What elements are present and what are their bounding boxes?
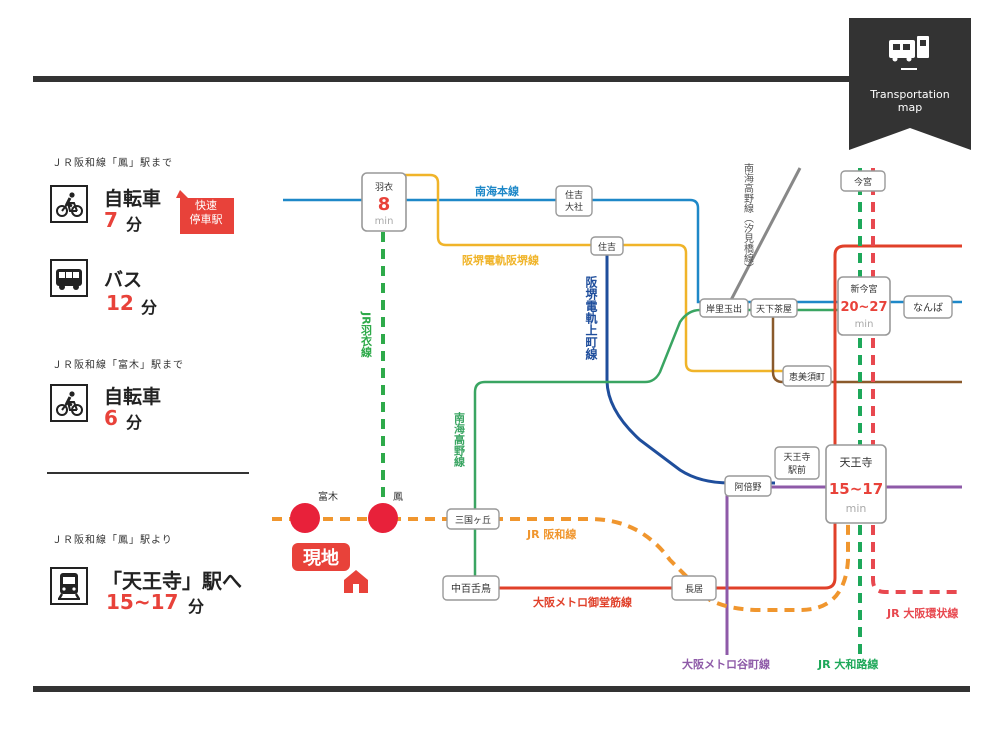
station-kishinosato <box>699 298 749 318</box>
bicycle-icon <box>50 384 88 422</box>
station-hagoromo-min-unit: min <box>375 216 394 227</box>
yamatoji-label: JR 大和路線 <box>817 657 878 671</box>
loop-line <box>871 168 962 594</box>
midosuji-line <box>475 244 962 590</box>
nankai-main-label: 南海本線 <box>475 184 519 198</box>
station-imamiya <box>840 170 886 192</box>
train-mode: 「天王寺」駅へ <box>102 569 242 593</box>
station-mikunigaoka <box>446 508 500 530</box>
station-tennoji-ekimae <box>774 446 820 480</box>
hanwa-line <box>272 498 850 612</box>
station-tengachaya-name: 天下茶屋 <box>756 303 792 315</box>
transportation-badge <box>849 18 971 150</box>
station-sumiyoshi-taisha-line2: 大社 <box>565 201 583 213</box>
hanwa-label: JR 阪和線 <box>526 527 576 541</box>
station-nagai <box>671 575 717 601</box>
midosuji-label: 大阪メトロ御堂筋線 <box>533 595 632 609</box>
station-kishinosato-name: 岸里玉出 <box>706 303 742 315</box>
badge-label: Transportation map <box>849 88 971 114</box>
rapid-stop-tag <box>176 190 234 234</box>
station-otori-name: 鳳 <box>393 491 403 503</box>
station-mikunigaoka-name: 三国ヶ丘 <box>455 515 491 526</box>
station-tennoji-min-value: 15~17 <box>829 480 883 498</box>
train-unit: 分 <box>188 597 205 616</box>
station-nagai-name: 長居 <box>685 584 703 595</box>
station-abeno-name: 阿倍野 <box>734 481 761 493</box>
rapid-stop-line1: 快速 <box>195 199 217 212</box>
koya-line <box>473 308 862 588</box>
station-namba-name: なんば <box>913 302 943 314</box>
rapid-stop-line2: 停車駅 <box>189 213 223 226</box>
koya-label: 南海高野線 <box>453 411 466 468</box>
station-tennoji <box>825 444 887 524</box>
station-shin-imamiya-name: 新今宮 <box>850 283 877 295</box>
station-shin-imamiya-min-value: 20~27 <box>840 300 887 315</box>
station-nakamozu-name: 中百舌鳥 <box>451 582 491 595</box>
bicycle-icon <box>50 185 88 223</box>
station-shin-imamiya-min-unit: min <box>855 319 874 330</box>
bike1-value: 7 <box>104 208 118 232</box>
section-divider <box>47 472 249 474</box>
station-tengachaya <box>750 298 798 318</box>
bus-value: 12 <box>106 291 134 315</box>
bus-mode: バス <box>104 269 143 291</box>
station-hagoromo-name: 羽衣 <box>375 181 393 193</box>
home-icon <box>344 570 368 593</box>
bike2-mode: 自転車 <box>104 386 162 408</box>
station-sumiyoshi-name: 住吉 <box>598 241 616 253</box>
shiomibashi-line <box>728 167 802 303</box>
train-value: 15~17 <box>106 590 179 614</box>
site-label: 現地 <box>303 547 339 569</box>
badge-label-line1: Transportation <box>870 88 950 101</box>
station-sumiyoshi-taisha-line1: 住吉 <box>565 189 583 201</box>
train-bus-icon <box>889 36 929 70</box>
bike2-value: 6 <box>104 406 118 430</box>
badge-label-line2: map <box>897 101 923 114</box>
station-tomiki-name: 富木 <box>318 490 338 503</box>
bus-unit: 分 <box>141 298 158 317</box>
station-tennoji-ekimae-line2: 駅前 <box>788 464 806 476</box>
station-ebisucho <box>782 365 832 387</box>
bus-icon <box>50 259 88 297</box>
station-tennoji-name: 天王寺 <box>840 456 873 469</box>
hankai-label: 阪堺電軌阪堺線 <box>462 253 539 267</box>
otori-heading: ＪＲ阪和線「鳳」駅まで <box>52 158 173 169</box>
loop-label: JR 大阪環状線 <box>886 606 958 620</box>
bike1-unit: 分 <box>126 215 143 234</box>
uemachi-label: 阪堺電軌上町線 <box>584 276 598 361</box>
station-shin-imamiya <box>837 276 891 336</box>
station-imamiya-name: 今宮 <box>854 176 872 188</box>
from-heading: ＪＲ阪和線「鳳」駅より <box>52 535 173 546</box>
station-tomiki-marker <box>290 503 320 533</box>
bike2-unit: 分 <box>126 413 143 432</box>
station-tennoji-ekimae-line1: 天王寺 <box>783 452 810 463</box>
site-label-box <box>292 543 350 571</box>
station-tennoji-min-unit: min <box>846 502 867 515</box>
station-nakamozu <box>442 575 500 601</box>
hagoromo-line-label: JR羽衣線 <box>360 311 373 358</box>
hankai-line <box>385 173 790 373</box>
tomiki-heading: ＪＲ阪和線「富木」駅まで <box>52 360 184 371</box>
train-icon <box>50 567 88 605</box>
station-hagoromo <box>361 172 407 232</box>
station-sumiyoshi-taisha <box>555 185 593 217</box>
nankai-main-line <box>283 198 843 304</box>
bike1-mode: 自転車 <box>104 188 162 210</box>
station-abeno <box>724 475 772 497</box>
top-rule <box>33 76 970 82</box>
bottom-rule <box>33 686 970 692</box>
uemachi-line <box>605 245 775 485</box>
shiomibashi-label: 南海高野線（汐見橋線） <box>742 162 754 273</box>
station-ebisucho-name: 恵美須町 <box>789 371 825 383</box>
station-sumiyoshi <box>590 236 624 256</box>
station-hagoromo-min-value: 8 <box>378 194 391 215</box>
tanimachi-label: 大阪メトロ谷町線 <box>682 657 770 671</box>
station-namba <box>903 295 953 319</box>
station-otori-marker <box>368 503 398 533</box>
rapid-stop-text: 快速 停車駅 <box>180 199 232 227</box>
